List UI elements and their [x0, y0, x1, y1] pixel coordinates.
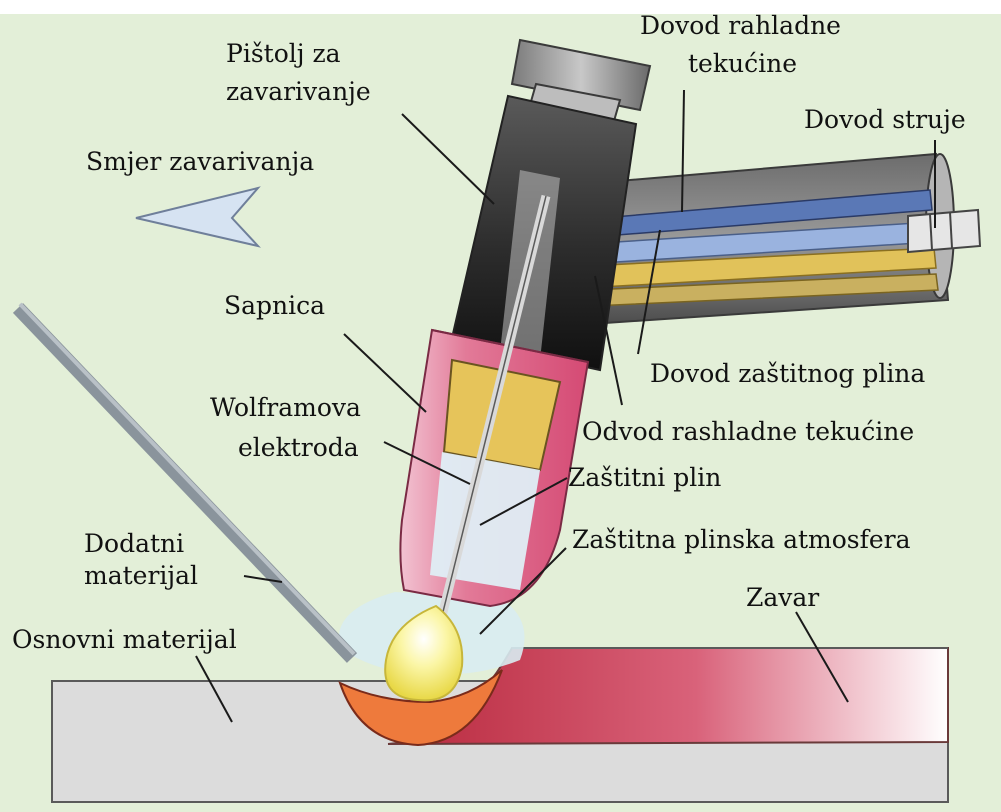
- label-base: Osnovni materijal: [12, 625, 237, 654]
- label-electrode-line2: elektroda: [238, 433, 359, 462]
- label-coolant-out: Odvod rashladne tekućine: [582, 417, 914, 446]
- label-current: Dovod struje: [804, 105, 966, 134]
- label-coolant-in-line1: Dovod rahladne: [640, 11, 841, 40]
- label-filler-line1: Dodatni: [84, 529, 184, 558]
- label-gas-in: Dovod zaštitnog plina: [650, 359, 925, 388]
- power-connector: [908, 210, 980, 252]
- label-nozzle: Sapnica: [224, 291, 325, 320]
- label-weld: Zavar: [746, 583, 819, 612]
- label-gun-line2: zavarivanje: [226, 77, 371, 106]
- label-electrode-line1: Wolframova: [210, 393, 361, 422]
- label-direction: Smjer zavarivanja: [86, 147, 314, 176]
- label-coolant-in-line2: tekućine: [688, 49, 797, 78]
- label-filler-line2: materijal: [84, 561, 198, 590]
- label-atmosphere: Zaštitna plinska atmosfera: [572, 525, 911, 554]
- label-shield-gas: Zaštitni plin: [568, 463, 721, 492]
- top-white-strip: [0, 0, 1001, 14]
- label-gun-line1: Pištolj za: [226, 39, 341, 68]
